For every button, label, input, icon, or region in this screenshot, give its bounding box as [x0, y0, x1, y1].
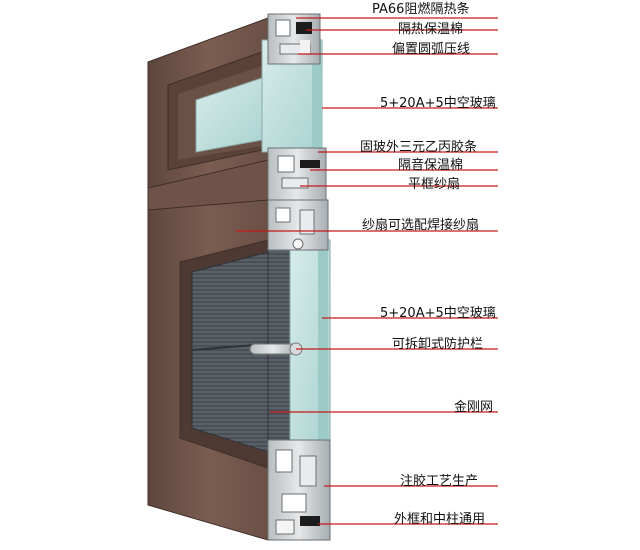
label-flat-sash: 平框纱扇 [408, 177, 461, 192]
label-pa66: PA66阻燃隔热条 [372, 2, 470, 17]
label-glue: 注胶工艺生产 [400, 474, 479, 489]
label-guard: 可拆卸式防护栏 [392, 337, 484, 352]
label-frame-mullion: 外框和中柱通用 [394, 512, 486, 527]
label-sound-cotton: 隔音保温棉 [398, 158, 464, 173]
label-epdm: 固玻外三元乙丙胶条 [360, 140, 478, 155]
guard-rail [249, 342, 303, 356]
label-glass-top: 5+20A+5中空玻璃 [380, 96, 496, 111]
label-mesh: 金刚网 [454, 400, 494, 415]
profile-sections [267, 13, 331, 541]
leader-lines [236, 17, 498, 525]
label-glass-bottom: 5+20A+5中空玻璃 [380, 306, 496, 321]
label-weld-sash: 纱扇可选配焊接纱扇 [362, 218, 480, 233]
label-bead: 偏置圆弧压线 [392, 42, 471, 57]
label-insul-cotton: 隔热保温棉 [398, 22, 464, 37]
